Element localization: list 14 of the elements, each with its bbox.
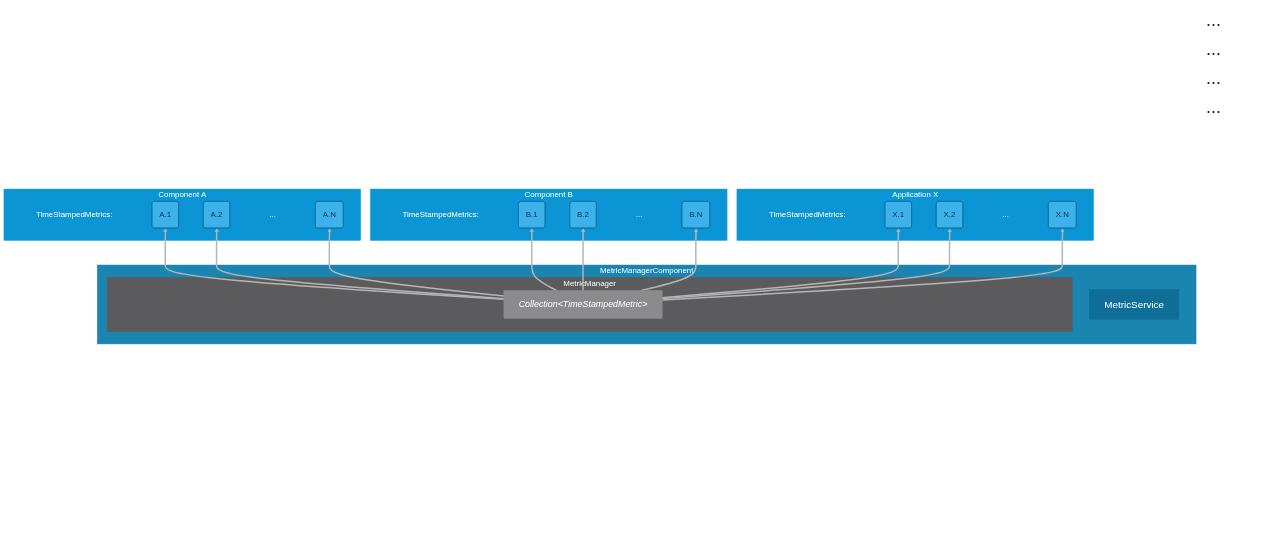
ellipsis-note: ... xyxy=(1206,10,1222,31)
arrow xyxy=(581,228,586,292)
node-box: MetricService xyxy=(1089,289,1180,320)
ellipsis-note: ... xyxy=(1206,39,1222,60)
arrow xyxy=(661,228,952,300)
ellipsis-note: ... xyxy=(1206,68,1222,89)
arrow xyxy=(661,228,901,299)
arrow xyxy=(661,228,1065,301)
arrow xyxy=(214,228,505,300)
arrow xyxy=(529,228,558,292)
ellipsis-note: ... xyxy=(1206,97,1222,118)
node-box: Collection<TimeStampedMetric> xyxy=(503,290,663,319)
arrow xyxy=(327,228,505,297)
arrow xyxy=(163,228,505,301)
